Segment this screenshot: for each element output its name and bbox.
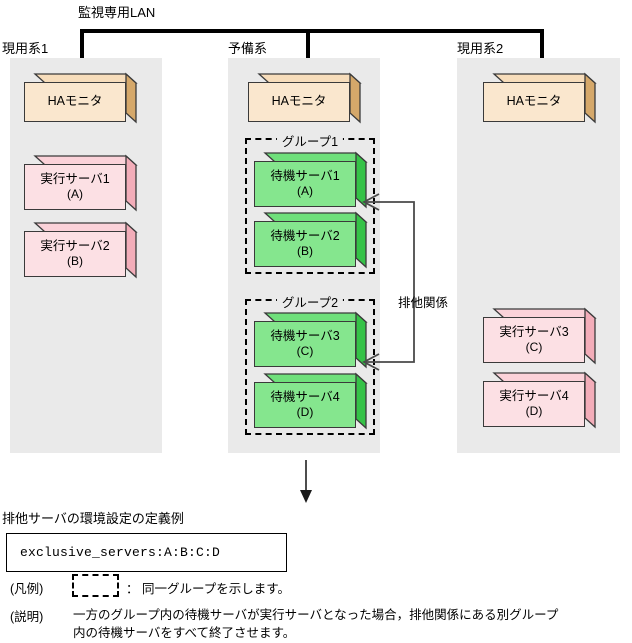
lan-label: 監視専用LAN [78, 5, 156, 20]
box-label: 待機サーバ4 [270, 390, 340, 405]
lan-bus-line [80, 29, 544, 33]
box-sublabel: (C) [525, 340, 543, 355]
box-sublabel: (A) [67, 187, 83, 202]
legend-description: ： 同一グループを示します。 [126, 582, 290, 596]
description-tag: (説明) [10, 610, 44, 624]
exclusive-relation-bracket [362, 193, 415, 371]
lan-drop-line-1 [80, 29, 84, 59]
box-sublabel: (C) [296, 344, 314, 359]
box-standby-server-2: 待機サーバ2 (B) [254, 211, 368, 269]
box-ha-monitor-active1: HAモニタ [24, 72, 138, 124]
box-ha-monitor-active2: HAモニタ [483, 72, 597, 124]
description-line-2: 内の待機サーバをすべて終了させます。 [73, 626, 296, 640]
lan-drop-line-3 [540, 29, 544, 59]
box-label: 実行サーバ4 [499, 389, 569, 404]
box-label: 待機サーバ2 [270, 229, 340, 244]
lan-drop-line-2 [306, 29, 310, 59]
legend-tag: (凡例) [10, 582, 44, 596]
box-sublabel: (B) [297, 244, 313, 259]
panel-title-active2: 現用系2 [457, 41, 504, 56]
panel-title-active1: 現用系1 [2, 41, 49, 56]
box-label: HAモニタ [47, 94, 103, 109]
exclusive-relation-label: 排他関係 [398, 296, 449, 310]
group-label-2: グループ2 [276, 292, 344, 311]
box-label: HAモニタ [506, 94, 562, 109]
box-label: 待機サーバ1 [270, 169, 340, 184]
group-label-1: グループ1 [276, 131, 344, 150]
box-sublabel: (B) [67, 254, 83, 269]
box-active-server-1: 実行サーバ1 (A) [24, 154, 138, 212]
description-line-1: 一方のグループ内の待機サーバが実行サーバとなった場合，排他関係にある別グループ [73, 608, 559, 622]
box-label: 実行サーバ1 [40, 172, 110, 187]
box-sublabel: (D) [525, 404, 543, 419]
config-code-box: exclusive_servers:A:B:C:D [6, 533, 287, 572]
box-active-server-3: 実行サーバ3 (C) [483, 307, 597, 365]
box-sublabel: (D) [296, 405, 314, 420]
panel-title-standby: 予備系 [228, 41, 268, 56]
box-label: 実行サーバ3 [499, 325, 569, 340]
box-label: HAモニタ [271, 94, 327, 109]
box-ha-monitor-standby: HAモニタ [248, 72, 362, 124]
legend-dashed-swatch [72, 574, 119, 597]
box-sublabel: (A) [297, 184, 313, 199]
box-standby-server-3: 待機サーバ3 (C) [254, 311, 368, 369]
group-box-1: グループ1 [245, 131, 375, 274]
config-code-text: exclusive_servers:A:B:C:D [20, 545, 221, 560]
box-active-server-4: 実行サーバ4 (D) [483, 371, 597, 429]
box-label: 待機サーバ3 [270, 329, 340, 344]
box-standby-server-1: 待機サーバ1 (A) [254, 151, 368, 209]
box-active-server-2: 実行サーバ2 (B) [24, 221, 138, 279]
box-label: 実行サーバ2 [40, 239, 110, 254]
down-arrow-icon [300, 460, 312, 503]
config-section-title: 排他サーバの環境設定の定義例 [2, 511, 184, 526]
box-standby-server-4: 待機サーバ4 (D) [254, 372, 368, 430]
